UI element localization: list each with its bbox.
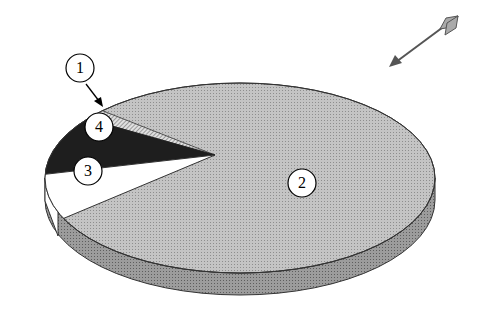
callout-circle: 4 xyxy=(84,112,114,142)
callout-circle: 1 xyxy=(65,53,95,83)
callout-circle: 2 xyxy=(287,168,317,198)
callout-number: 2 xyxy=(287,174,317,192)
callout-number: 4 xyxy=(84,118,114,136)
callout-number: 1 xyxy=(65,59,95,77)
callout-number: 3 xyxy=(73,162,103,180)
callout-circle: 3 xyxy=(73,156,103,186)
